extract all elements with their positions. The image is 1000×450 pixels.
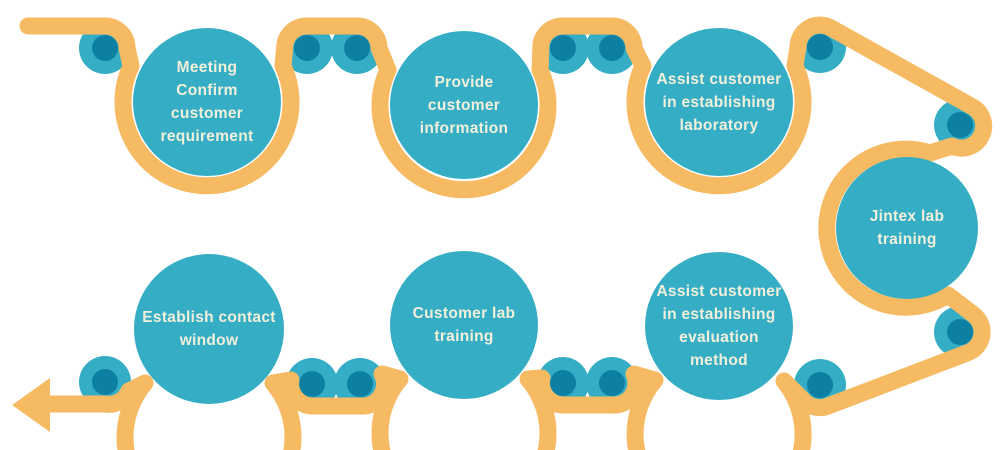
step-assist-establishing-laboratory: Assist customer in establishing laborato… bbox=[645, 28, 793, 176]
step-label: Provide customer information bbox=[419, 73, 509, 137]
step-provide-customer-information: Provide customer information bbox=[390, 31, 538, 179]
step-customer-lab-training: Customer lab training bbox=[390, 251, 538, 399]
process-ribbon-path bbox=[19, 16, 993, 450]
step-meeting-confirm-requirement: Meeting Confirm customer requirement bbox=[133, 28, 281, 176]
step-jintex-lab-training: Jintex lab training bbox=[836, 157, 978, 299]
step-assist-establishing-evaluation-method: Assist customer in establishing evaluati… bbox=[645, 252, 793, 400]
step-label: Meeting Confirm customer requirement bbox=[160, 59, 254, 145]
step-label: Establish contact window bbox=[142, 309, 276, 349]
flow-arrowhead-icon bbox=[12, 378, 50, 432]
step-label: Assist customer in establishing evaluati… bbox=[656, 283, 782, 369]
step-establish-contact-window: Establish contact window bbox=[134, 254, 284, 404]
step-label: Customer lab training bbox=[412, 305, 516, 345]
step-label: Jintex lab training bbox=[869, 208, 945, 248]
step-label: Assist customer in establishing laborato… bbox=[656, 70, 782, 134]
